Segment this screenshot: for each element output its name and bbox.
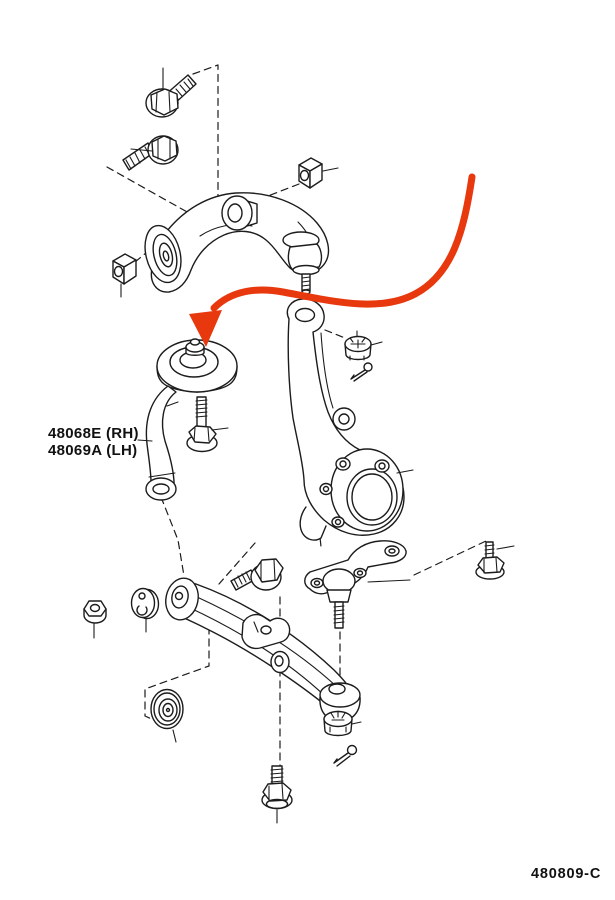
- steering-knuckle: [286, 298, 405, 541]
- castle-nut-lower: [323, 710, 353, 737]
- diagram-code: 480809-C: [531, 866, 602, 882]
- flange-bolt-second: [122, 135, 179, 171]
- strut-bar-bolt: [186, 396, 218, 453]
- strut-bar-with-bushing: [145, 338, 238, 501]
- castle-nut-upper: [344, 330, 372, 361]
- part-number-callout: 48068E (RH) 48069A (LH): [48, 425, 139, 459]
- part-number-line-lh: 48069A (LH): [48, 442, 138, 459]
- clip-nut-left: [112, 253, 137, 285]
- part-number-line-rh: 48068E (RH): [48, 425, 139, 442]
- cotter-pin-lower: [333, 744, 358, 767]
- flange-bolt-small-right: [475, 541, 505, 580]
- grommet-retainer: [150, 688, 184, 730]
- clip-nut-right: [298, 157, 323, 189]
- pointer-arrow: [189, 173, 476, 347]
- lower-ball-joint: [304, 540, 407, 629]
- flange-bolt-top: [145, 74, 197, 118]
- arm-pivot-bolt: [230, 558, 284, 591]
- upper-control-arm: [144, 192, 330, 293]
- cotter-pin-upper: [350, 362, 373, 382]
- lower-control-arm: [165, 577, 361, 722]
- upper-ball-joint: [287, 243, 323, 295]
- flange-bolt-bottom: [261, 765, 293, 810]
- leader-lines: [93, 67, 515, 824]
- cam-washer: [130, 587, 160, 620]
- hex-nut-left: [83, 600, 107, 624]
